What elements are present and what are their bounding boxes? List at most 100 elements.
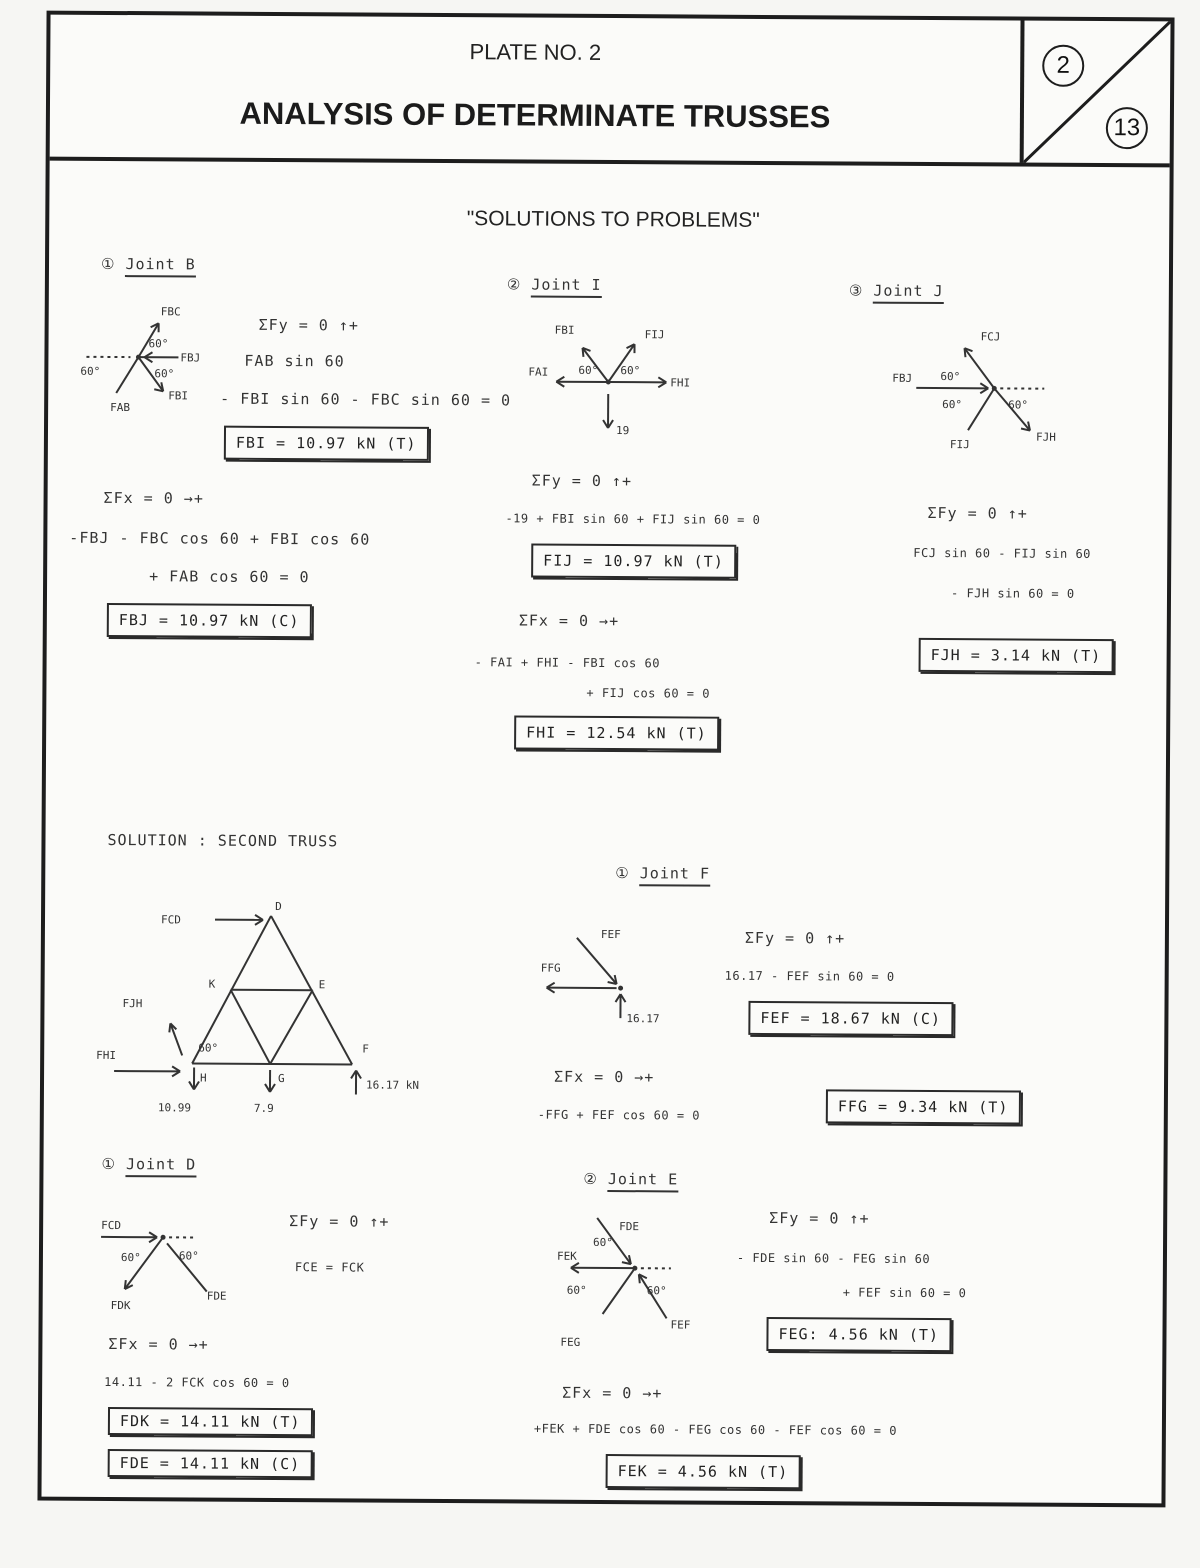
joint-i-label-fij: FIJ [645,328,665,341]
joint-i-fx-heading: ΣFx = 0 →+ [518,611,620,631]
joint-e-angle-2: 60° [567,1284,587,1297]
joint-e-fy-heading: ΣFy = 0 ↑+ [769,1209,870,1228]
truss-node-h: H [200,1072,207,1085]
plate-total-number: 13 [1105,107,1148,150]
joint-e-angle-3: 60° [647,1284,667,1297]
joint-d-fx-line-1: 14.11 - 2 FCK cos 60 = 0 [104,1374,290,1391]
joint-d-label-fde: FDE [207,1290,227,1303]
joint-i-heading: ② Joint I [507,275,602,298]
joint-i-angle-1: 60° [578,364,598,377]
plate-header: PLATE NO. 2 ANALYSIS OF DETERMINATE TRUS… [49,14,1171,168]
joint-b-label-fbj: FBJ [180,351,200,364]
joint-e-fy-line-2: + FEF sin 60 = 0 [842,1285,967,1301]
joint-i-fx-line-2: + FIJ cos 60 = 0 [586,685,711,701]
joint-i-fy-line-1: -19 + FBI sin 60 + FIJ sin 60 = 0 [505,511,761,527]
joint-j-label-fcj: FCJ [981,330,1001,343]
joint-e-label-fef: FEF [671,1318,691,1331]
joint-f-free-body-diagram: FEF FFG 16.17 [541,928,660,1025]
joint-j-fy-heading: ΣFy = 0 ↑+ [927,503,1028,523]
joint-d-result-fdk: FDK = 14.11 kN (T) [107,1406,313,1437]
joint-f-load: 16.17 [626,1012,659,1025]
plate-title: ANALYSIS OF DETERMINATE TRUSSES [239,95,831,135]
joint-i-load-19: 19 [616,424,629,437]
joint-i-result-fij: FIJ = 10.97 kN (T) [531,543,736,579]
second-truss-diagram: FCD FJH FHI D K E H G F 60° 10.99 7.9 16… [96,900,419,1115]
joint-b-angle-3: 60° [80,365,100,378]
joint-b-result-fbj: FBJ = 10.97 kN (C) [106,602,312,639]
section-subtitle: "SOLUTIONS TO PROBLEMS" [466,207,760,232]
joint-e-fx-line-1: +FEK + FDE cos 60 - FEG cos 60 - FEF cos… [533,1421,898,1438]
truss-label-fhi: FHI [96,1049,116,1062]
truss-node-d: D [275,900,282,913]
plate-count-box: 2 13 [1019,20,1171,164]
truss-label-fjh: FJH [122,997,142,1010]
joint-j-angle-1: 60° [940,370,960,383]
truss-angle: 60° [198,1042,218,1055]
joint-e-label-fde: FDE [619,1220,639,1233]
joint-i-label-fbi: FBI [555,324,575,337]
joint-d-fy-line-1: FCE = FCK [294,1260,365,1275]
joint-j-heading: ③ Joint J [849,281,944,305]
joint-f-fx-line-1: -FFG + FEF cos 60 = 0 [537,1107,701,1123]
joint-d-angle-2: 60° [179,1249,199,1262]
joint-f-label-fef: FEF [601,928,621,941]
joint-e-fy-line-1: - FDE sin 60 - FEG sin 60 [736,1250,931,1266]
joint-d-fx-heading: ΣFx = 0 →+ [108,1334,209,1354]
joint-e-angle-1: 60° [593,1236,613,1249]
joint-b-label-fab: FAB [110,401,130,414]
joint-e-label-fek: FEK [557,1250,577,1263]
truss-reaction-f: 16.17 kN [366,1079,419,1092]
joint-b-fx-line-2: + FAB cos 60 = 0 [149,567,310,587]
joint-e-result-fek: FEK = 4.56 kN (T) [605,1454,801,1490]
joint-i-angle-2: 60° [620,364,640,377]
joint-j-label-fij: FIJ [950,438,970,451]
joint-b-fx-line-1: -FBJ - FBC cos 60 + FBI cos 60 [69,528,371,549]
truss-node-k: K [209,978,216,991]
joint-f-fy-heading: ΣFy = 0 ↑+ [744,928,846,948]
joint-e-heading: ② Joint E [583,1170,679,1193]
joint-b-fy-line-2: - FBI sin 60 - FBC sin 60 = 0 [220,389,512,410]
joint-j-fy-line-2: - FJH sin 60 = 0 [950,586,1075,601]
plate-sheet: PLATE NO. 2 ANALYSIS OF DETERMINATE TRUS… [37,10,1175,1508]
joint-e-label-feg: FEG [560,1336,580,1349]
joint-i-label-fhi: FHI [670,376,690,389]
joint-j-free-body-diagram: FCJ FBJ FIJ FJH 60° 60° 60° [892,330,1056,451]
joint-j-angle-2: 60° [942,398,962,411]
truss-load-g: 7.9 [254,1102,274,1115]
truss-label-fcd: FCD [161,913,181,926]
joint-d-fy-heading: ΣFy = 0 ↑+ [289,1212,390,1231]
joint-b-label-fbi: FBI [168,389,188,402]
joint-d-result-fde: FDE = 14.11 kN (C) [107,1448,313,1479]
joint-d-heading: ① Joint D [101,1155,197,1178]
joint-f-label-ffg: FFG [541,962,561,975]
joint-i-label-fai: FAI [528,366,548,379]
joint-i-fx-line-1: - FAI + FHI - FBI cos 60 [474,655,661,671]
joint-j-angle-3: 60° [1008,398,1028,411]
joint-b-heading: ① Joint B [101,255,196,278]
truss-node-f: F [362,1043,369,1056]
joint-j-label-fjh: FJH [1036,431,1056,444]
joint-d-label-fcd: FCD [101,1219,121,1232]
joint-b-fy-heading: ΣFy = 0 ↑+ [258,315,360,335]
second-truss-heading: SOLUTION : SECOND TRUSS [107,830,339,851]
joint-d-angle-1: 60° [121,1251,141,1264]
joint-b-free-body-diagram: FBC FBJ FAB FBI 60° 60° 60° [80,305,200,414]
joint-i-result-fhi: FHI = 12.54 kN (T) [514,715,719,751]
truss-load-h: 10.99 [158,1101,191,1114]
joint-f-result-ffg: FFG = 9.34 kN (T) [825,1089,1021,1125]
joint-j-fy-line-1: FCJ sin 60 - FIJ sin 60 [913,545,1091,561]
joint-b-fy-line-1: FAB sin 60 [244,351,345,371]
diagonal-divider [1023,20,1171,164]
truss-node-e: E [319,978,326,991]
joint-i-fy-heading: ΣFy = 0 ↑+ [531,471,633,491]
joint-b-angle-2: 60° [154,367,174,380]
joint-j-label-fbj: FBJ [892,372,912,385]
joint-e-result-feg: FEG: 4.56 kN (T) [766,1316,952,1353]
joint-b-label-fbc: FBC [161,305,181,318]
joint-d-label-fdk: FDK [111,1299,131,1312]
plate-number-label: PLATE NO. 2 [469,39,602,65]
joint-e-fx-heading: ΣFx = 0 →+ [562,1383,663,1403]
joint-b-angle-1: 60° [148,337,168,350]
joint-e-free-body-diagram: FDE FEK FEG FEF 60° 60° 60° [557,1217,691,1349]
joint-i-free-body-diagram: FBI FIJ FAI FHI 19 60° 60° [528,324,690,437]
